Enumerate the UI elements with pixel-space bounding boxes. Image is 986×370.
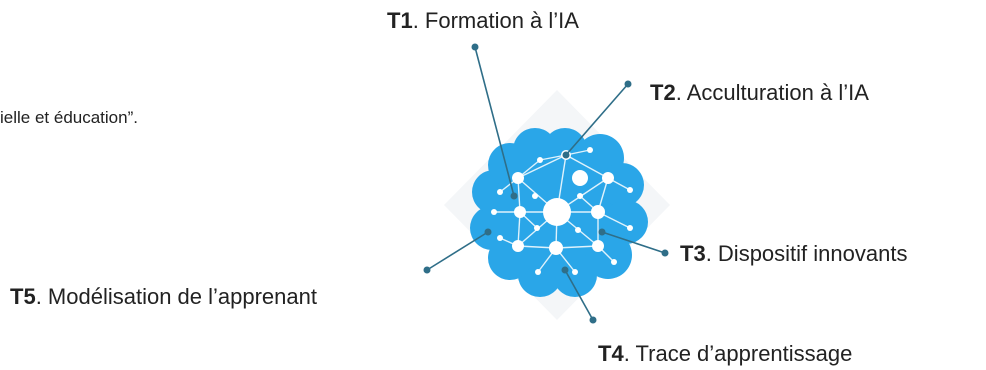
leader-line-t3	[601, 231, 666, 254]
topic-code: T1	[387, 8, 413, 33]
topic-text: . Dispositif innovants	[705, 241, 908, 266]
topic-text: . Modélisation de l’apprenant	[35, 284, 317, 309]
topic-label-t1: T1. Formation à l’IA	[387, 8, 579, 34]
neural-network-cloud-icon	[470, 128, 648, 297]
anchor-dot-t3-inner	[598, 228, 606, 236]
topic-label-t2: T2. Acculturation à l’IA	[650, 80, 869, 106]
anchor-dot-t4-inner	[561, 266, 569, 274]
anchor-dot-t1-inner	[510, 192, 518, 200]
topic-label-t3: T3. Dispositif innovants	[680, 241, 907, 267]
anchor-dot-t2	[624, 80, 632, 88]
truncated-caption: ielle et éducation”.	[0, 108, 138, 127]
topic-code: T4	[598, 341, 624, 366]
topic-code: T3	[680, 241, 706, 266]
leader-line-t1	[474, 46, 515, 197]
topic-label-t5: T5. Modélisation de l’apprenant	[10, 284, 317, 310]
leader-line-t5	[426, 231, 489, 271]
leader-line-t2	[565, 83, 629, 156]
anchor-dot-t4	[589, 316, 597, 324]
topic-text: . Trace d’apprentissage	[623, 341, 853, 366]
leader-line-t4	[564, 269, 594, 321]
anchor-dot-t5	[423, 266, 431, 274]
anchor-dot-t2-inner	[562, 151, 570, 159]
anchor-dot-t3	[661, 249, 669, 257]
topic-text: . Formation à l’IA	[412, 8, 579, 33]
topic-label-t4: T4. Trace d’apprentissage	[598, 341, 852, 367]
anchor-dot-t1	[471, 43, 479, 51]
topic-code: T5	[10, 284, 36, 309]
anchor-dot-t5-inner	[484, 228, 492, 236]
topic-text: . Acculturation à l’IA	[675, 80, 869, 105]
topic-code: T2	[650, 80, 676, 105]
